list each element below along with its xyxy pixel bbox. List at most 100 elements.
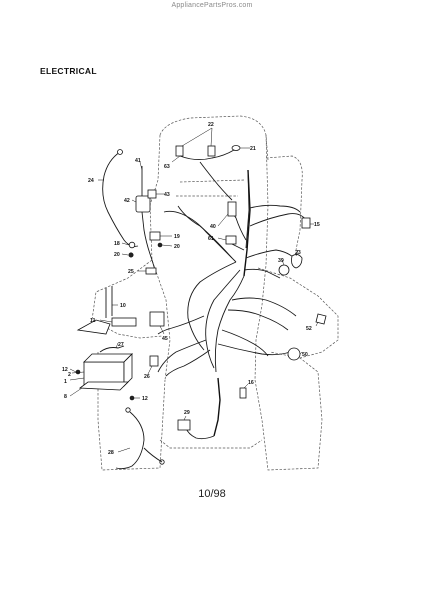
part-15 — [301, 217, 311, 229]
frame-bottom — [159, 439, 263, 449]
ring-terminal-28-top — [125, 407, 131, 413]
harness-branch-right-15 — [249, 213, 307, 227]
frame-lower-right — [254, 357, 323, 471]
callout-19: 19 — [174, 234, 180, 240]
leader-61 — [217, 237, 227, 241]
top-connector-group — [171, 127, 250, 163]
callout-8: 8 — [64, 394, 67, 400]
leader-42 — [131, 199, 137, 203]
callout-45: 45 — [162, 336, 168, 342]
harness-branch-right-23 — [245, 249, 295, 259]
harness-branch-right-mid-1 — [231, 297, 297, 317]
wire-28-end — [143, 447, 163, 463]
callout-2: 2 — [68, 372, 71, 378]
harness-sleeve-fill — [245, 171, 250, 249]
leader-50 — [299, 351, 303, 355]
harness-branch-right-upper — [249, 204, 301, 213]
part-52 — [315, 313, 327, 325]
callout-1: 1 — [64, 379, 67, 385]
harness-branch-connector-50 — [217, 343, 291, 356]
part-12-bolt-right — [129, 395, 135, 401]
frame-top-hood — [159, 115, 269, 161]
callout-28: 28 — [108, 450, 114, 456]
harness-branch-left-lower-2 — [165, 349, 211, 377]
leader-11 — [99, 319, 113, 323]
part-39 — [278, 264, 290, 276]
frame-right-fender — [265, 155, 303, 251]
callout-21: 21 — [250, 146, 256, 152]
callout-61: 61 — [208, 236, 214, 242]
part-29 — [177, 419, 191, 431]
frame-right-side — [254, 134, 269, 381]
page-number: 10/98 — [198, 488, 226, 500]
leader-16 — [243, 383, 249, 389]
harness-branch-right-lower — [221, 329, 269, 357]
leader-28 — [117, 447, 131, 453]
harness-branch-left-45 — [157, 315, 205, 335]
leader-26 — [147, 365, 153, 375]
harness-branch-switch-40 — [231, 211, 247, 241]
watermark: AppliancePartsPros.com — [171, 2, 253, 9]
callout-15: 15 — [314, 222, 320, 228]
part-16 — [239, 387, 247, 399]
right-switch-group — [217, 201, 327, 399]
part-26 — [149, 355, 159, 367]
callout-41: 41 — [135, 158, 141, 164]
callout-27: 27 — [118, 342, 124, 348]
wire-28 — [115, 411, 145, 470]
part-61 — [225, 235, 237, 245]
part-22-right — [207, 145, 216, 157]
harness-branch-upper-left — [163, 210, 237, 263]
callout-22: 22 — [208, 122, 214, 128]
frame-lower-left — [97, 352, 166, 471]
key-switch-group — [121, 231, 173, 275]
harness-branch-upper-left-2 — [177, 205, 233, 259]
part-20-left — [128, 252, 134, 258]
leader-20b — [161, 244, 173, 247]
harness-lower-end — [185, 427, 215, 440]
wiring-harness — [157, 161, 307, 440]
leader-8 — [69, 387, 83, 397]
ring-terminal-24 — [117, 149, 123, 155]
part-20-right — [157, 242, 163, 248]
frame-outline — [91, 115, 339, 471]
leader-63 — [171, 155, 181, 163]
callout-12-left: 12 — [62, 367, 68, 373]
part-50-connector — [287, 347, 301, 361]
part-43 — [147, 189, 157, 199]
leader-40 — [217, 213, 229, 227]
part-23-bulb — [291, 254, 303, 269]
callout-20-left: 20 — [114, 252, 120, 258]
frame-right-mid — [257, 267, 339, 359]
callout-23: 23 — [295, 250, 301, 256]
frame-left-mid — [91, 259, 163, 339]
callout-10: 10 — [120, 303, 126, 309]
leader-1 — [69, 377, 85, 381]
harness-branch-right-mid-2 — [227, 309, 289, 331]
section-title: ELECTRICAL — [40, 66, 97, 76]
callout-24: 24 — [88, 178, 94, 184]
harness-trunk-2 — [205, 269, 241, 369]
callout-63: 63 — [164, 164, 170, 170]
leader-20a — [121, 253, 129, 256]
callout-50: 50 — [302, 352, 308, 358]
solenoid-group — [98, 149, 164, 275]
wire-24 — [102, 151, 139, 247]
callout-40: 40 — [210, 224, 216, 230]
part-battery-tray — [76, 319, 111, 335]
leader-12a — [69, 368, 77, 373]
callout-16: 16 — [248, 380, 254, 386]
leader-45 — [159, 325, 165, 335]
harness-branch-top-left — [199, 161, 233, 201]
harness-branch-left-lower — [157, 339, 207, 373]
frame-upper-mid — [176, 179, 246, 197]
harness-trunk-3 — [187, 261, 237, 351]
lower-left-parts — [147, 311, 165, 375]
part-21-terminal — [231, 145, 241, 151]
leader-52 — [315, 321, 319, 327]
callout-11: 11 — [90, 318, 96, 324]
part-40-switch — [227, 201, 237, 217]
leader-29 — [183, 415, 187, 421]
part-10-bolts — [105, 286, 113, 318]
part-18 — [128, 241, 136, 249]
